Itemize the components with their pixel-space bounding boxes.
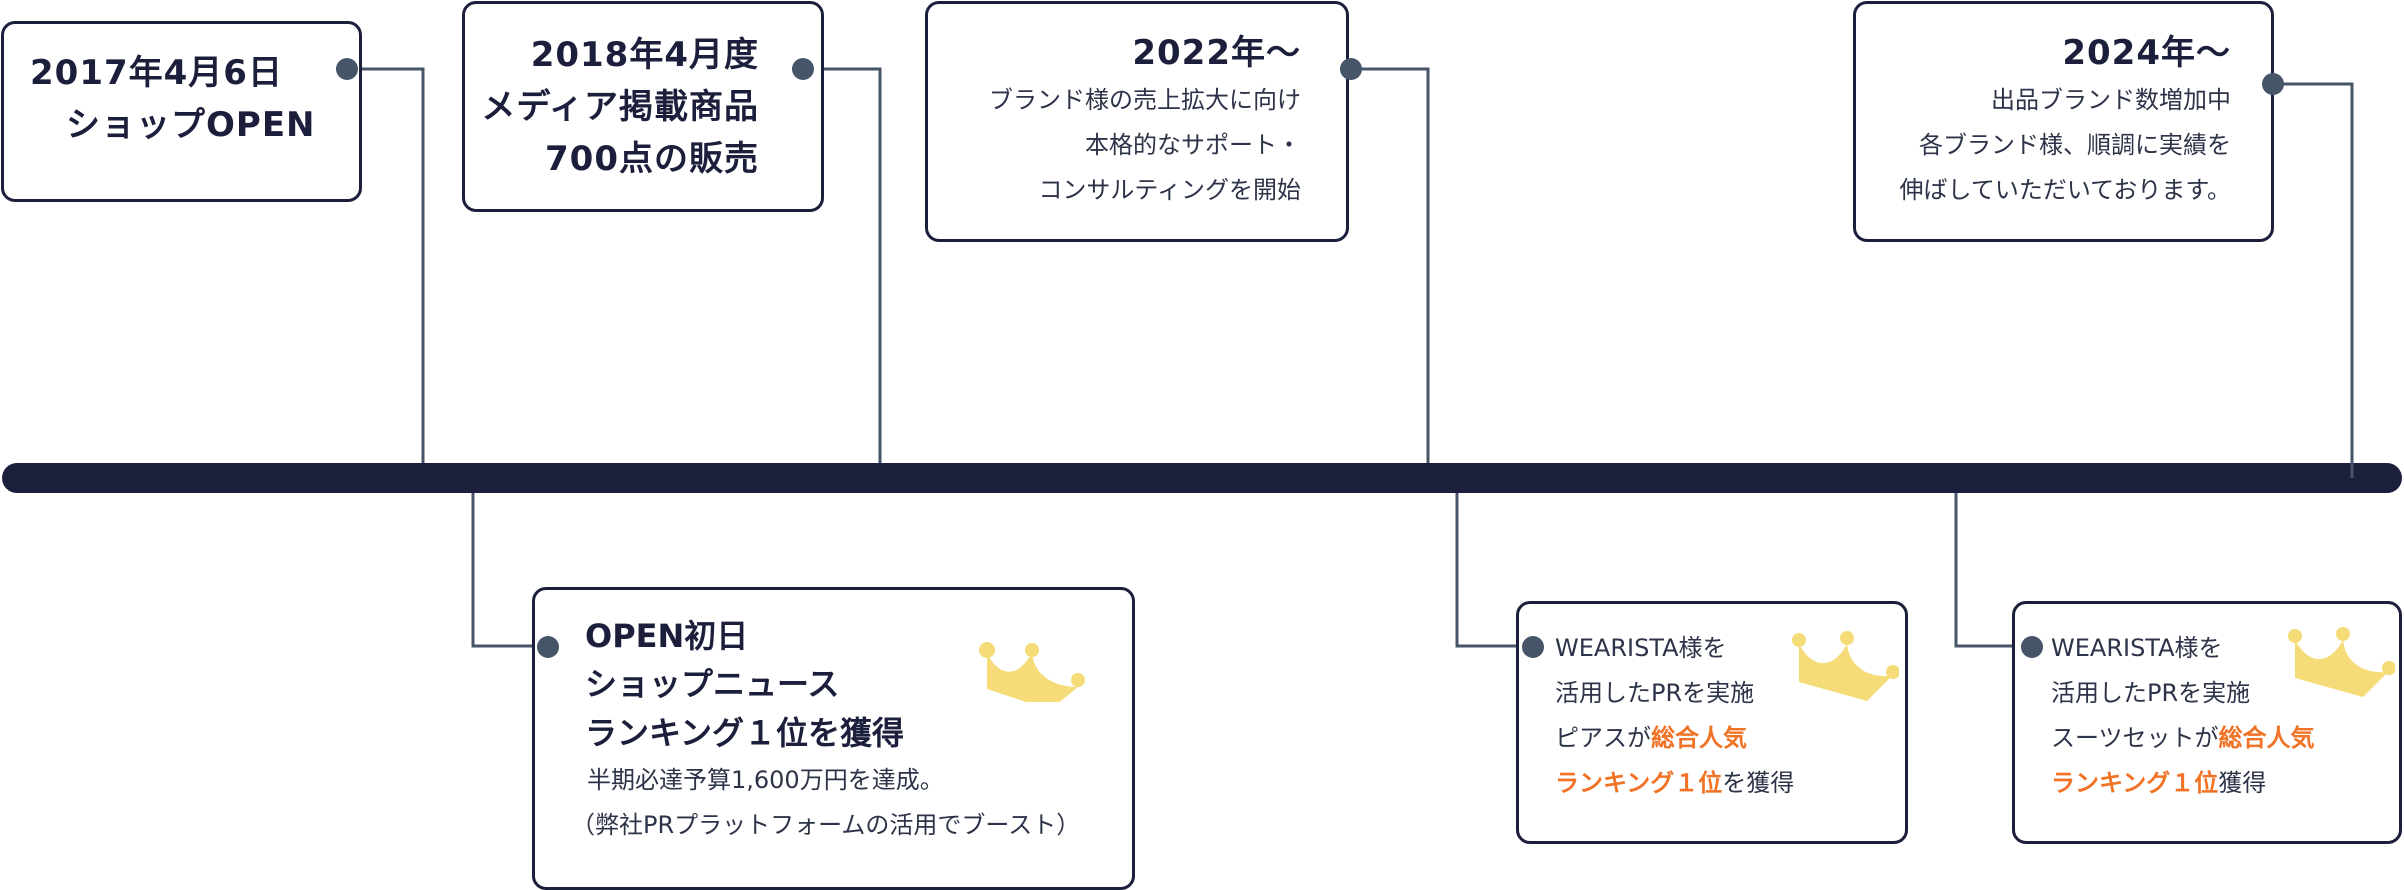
event-card-2018: 2018年4月度 メディア掲載商品 700点の販売 [462,1,824,212]
event-description: 伸ばしていただいております。 [1899,176,2231,204]
timeline-node-2024 [2262,73,2284,95]
achievement-title: ランキング１位を獲得 [585,714,905,752]
event-card-wearista-suit: WEARISTA様を 活用したPRを実施 スーツセットが総合人気 ランキング１位… [2012,601,2402,844]
achievement-line: WEARISTA様を [2051,634,2223,662]
timeline-bar [2,463,2402,493]
connector-2024 [2273,82,2354,478]
connector-2018 [803,67,882,463]
crown-icon [2288,627,2395,697]
connector-wearista-1 [1455,493,1533,648]
event-card-open-day: OPEN初日 ショップニュース ランキング１位を獲得 半期必達予算1,600万円… [532,587,1135,890]
event-date: 2017年4月6日 [30,53,283,93]
connector-open-day [471,493,548,648]
event-title: 700点の販売 [545,139,759,179]
timeline-node-2017 [336,58,358,80]
achievement-highlight: ランキング１位 [1555,769,1723,797]
timeline-node-2018 [792,58,814,80]
event-description: コンサルティングを開始 [1038,176,1301,204]
event-description: 本格的なサポート・ [1085,131,1301,159]
achievement-title: ショップニュース [585,665,840,703]
event-title: ショップOPEN [66,105,316,145]
event-card-2024: 2024年〜 出品ブランド数増加中 各ブランド様、順調に実績を 伸ばしていただい… [1853,1,2274,242]
achievement-text: 獲得 [2218,769,2267,797]
timeline-node-open-day [537,636,559,658]
event-card-2022: 2022年〜 ブランド様の売上拡大に向け 本格的なサポート・ コンサルティングを… [925,1,1349,242]
event-description: ブランド様の売上拡大に向け [989,86,1301,114]
connector-2022 [1351,67,1430,463]
achievement-text: を獲得 [1722,769,1795,797]
achievement-line: ピアスが総合人気 [1555,716,1794,761]
achievement-line: ランキング１位獲得 [2051,761,2315,806]
event-card-2017: 2017年4月6日 ショップOPEN [1,21,362,202]
connector-2017 [347,67,425,463]
achievement-line: 活用したPRを実施 [2051,679,2251,707]
achievement-title: OPEN初日 [585,617,749,655]
event-description: 各ブランド様、順調に実績を [1919,131,2231,159]
event-description: 出品ブランド数増加中 [1991,86,2231,114]
achievement-text: スーツセットが [2051,724,2219,752]
timeline-node-wearista-2 [2021,636,2043,658]
achievement-description: （弊社PRプラットフォームの活用でブースト） [571,811,1081,839]
crown-icon [1792,631,1899,701]
achievement-highlight: 総合人気 [1651,724,1747,752]
achievement-description: 半期必達予算1,600万円を達成。 [587,766,944,794]
timeline-node-wearista-1 [1522,636,1544,658]
event-title: メディア掲載商品 [481,87,759,127]
achievement-highlight: ランキング１位 [2051,769,2219,797]
timeline-node-2022 [1340,58,1362,80]
crown-icon [979,642,1085,702]
achievement-line: スーツセットが総合人気 [2051,716,2315,761]
connector-wearista-2 [1954,493,2032,648]
achievement-highlight: 総合人気 [2218,724,2315,752]
achievement-line: 活用したPRを実施 [1555,679,1755,707]
event-date: 2024年〜 [2062,33,2231,73]
event-card-wearista-piercing: WEARISTA様を 活用したPRを実施 ピアスが総合人気 ランキング１位を獲得 [1516,601,1908,844]
achievement-line: ランキング１位を獲得 [1555,761,1794,806]
event-date: 2018年4月度 [530,35,759,75]
achievement-line: WEARISTA様を [1555,634,1727,662]
event-date: 2022年〜 [1132,33,1301,73]
achievement-text: ピアスが [1555,724,1651,752]
